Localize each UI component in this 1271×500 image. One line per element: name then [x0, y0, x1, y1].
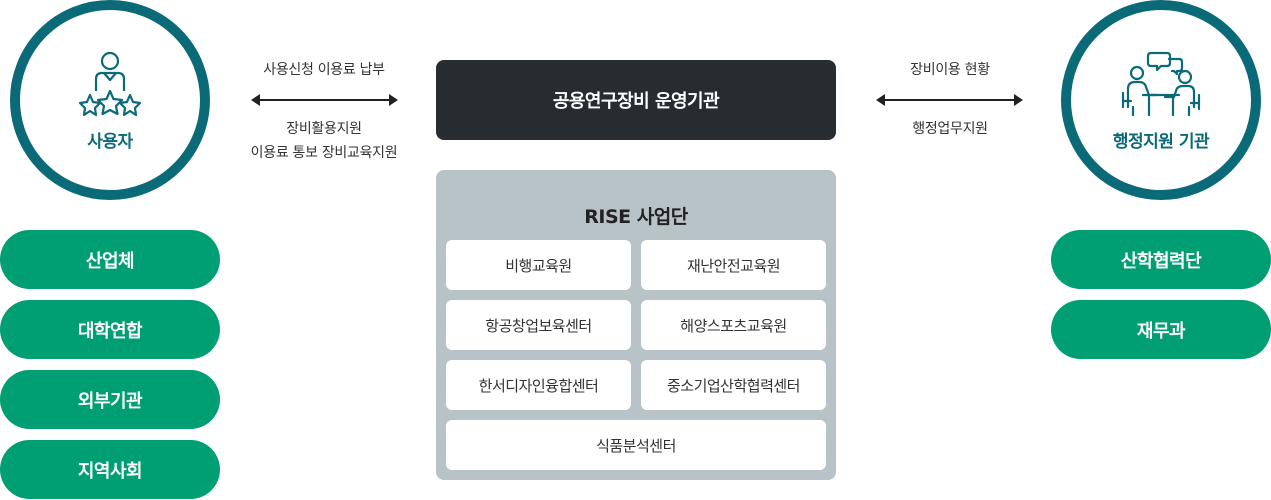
left-flow-bottom-text-2: 이용료 통보 장비교육지원	[250, 145, 398, 161]
user-item-university: 대학연합	[0, 300, 220, 359]
left-flow-bottom-text-1: 장비활용지원	[286, 121, 362, 137]
user-rating-icon	[78, 51, 142, 116]
user-item-external: 외부기관	[0, 370, 220, 429]
meeting-icon	[1121, 51, 1201, 116]
user-circle: 사용자	[10, 0, 210, 200]
left-double-arrow	[251, 94, 398, 106]
admin-item-industry-academic: 산학협력단	[1051, 230, 1271, 289]
right-double-arrow	[876, 94, 1023, 106]
admin-circle: 행정지원 기관	[1061, 0, 1261, 200]
rise-title: RISE 사업단	[584, 206, 688, 228]
right-flow-bottom-text: 행정업무지원	[912, 121, 988, 137]
rise-item: 중소기업산학협력센터	[641, 360, 826, 410]
right-flow-top-text: 장비이용 현황	[910, 62, 990, 78]
admin-label: 행정지원 기관	[1112, 131, 1210, 152]
rise-item: 식품분석센터	[446, 420, 826, 470]
user-item-community: 지역사회	[0, 440, 220, 499]
operating-org-box: 공용연구장비 운영기관	[436, 60, 836, 140]
left-flow-top-text: 사용신청 이용료 납부	[263, 62, 385, 78]
rise-item: 항공창업보육센터	[446, 300, 631, 350]
rise-item: 재난안전교육원	[641, 240, 826, 290]
rise-item: 한서디자인융합센터	[446, 360, 631, 410]
user-item-industry: 산업체	[0, 230, 220, 289]
rise-panel: RISE 사업단 비행교육원 재난안전교육원 항공창업보육센터 해양스포츠교육원…	[436, 170, 836, 480]
admin-item-finance: 재무과	[1051, 300, 1271, 359]
rise-item: 비행교육원	[446, 240, 631, 290]
rise-item: 해양스포츠교육원	[641, 300, 826, 350]
user-label: 사용자	[87, 131, 133, 152]
